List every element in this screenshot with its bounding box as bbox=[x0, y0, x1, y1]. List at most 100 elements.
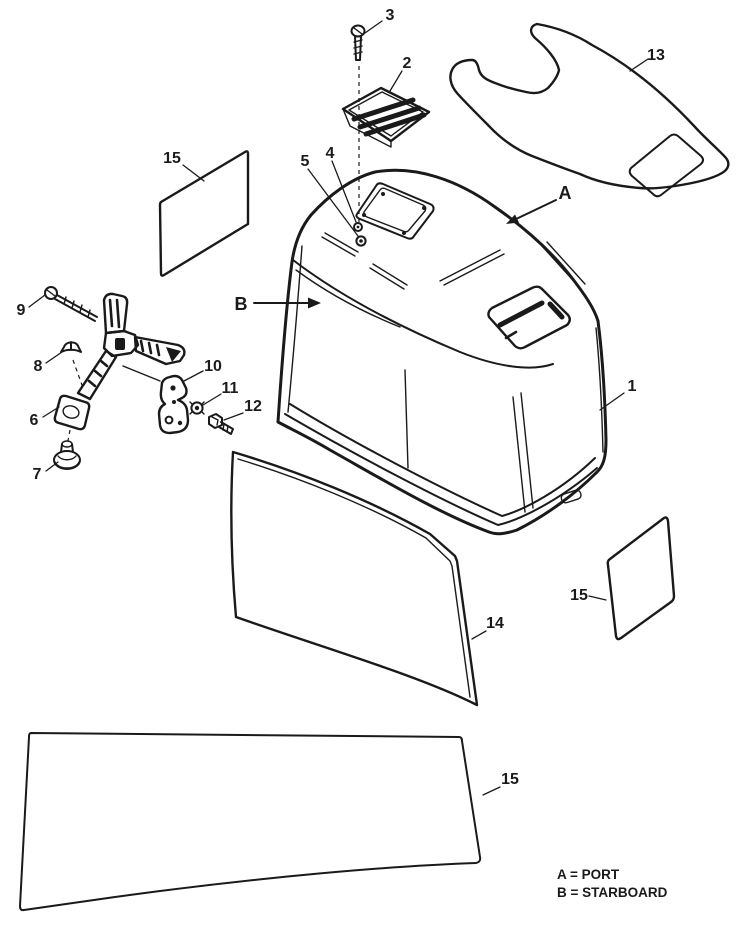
front-panel-part14 bbox=[230, 450, 479, 707]
pad-to-knob-centerline bbox=[66, 429, 71, 447]
part8-centerline bbox=[72, 359, 84, 389]
view-arrow-a bbox=[506, 199, 557, 224]
part9-shaft bbox=[54, 294, 98, 322]
part9-head bbox=[44, 286, 58, 300]
panel14-inner-edge bbox=[237, 458, 471, 698]
part10-hole-1 bbox=[170, 385, 176, 391]
leader-6 bbox=[42, 406, 60, 418]
vent-slot-2 bbox=[357, 105, 422, 130]
callout-3: 3 bbox=[386, 7, 395, 24]
screw-head-slot bbox=[353, 27, 363, 35]
arrow-a-line bbox=[513, 199, 557, 221]
leader-8 bbox=[45, 351, 63, 364]
leader-11 bbox=[202, 393, 222, 406]
bolt-part12 bbox=[208, 413, 234, 435]
callout-2: 2 bbox=[403, 55, 412, 72]
cowl-front-accent-2 bbox=[512, 396, 526, 513]
leader-10 bbox=[183, 370, 204, 382]
callout-5: 5 bbox=[301, 153, 310, 170]
cowl-top-highlight-1 bbox=[321, 232, 359, 257]
handle-recess-shadow-3 bbox=[504, 330, 518, 340]
part11-hole bbox=[194, 405, 200, 411]
view-label-b: B bbox=[235, 294, 248, 314]
cowl-left-edge-inner bbox=[287, 245, 303, 413]
bracket-pad-recess bbox=[62, 405, 80, 419]
cowl-front-accent-3 bbox=[520, 392, 534, 509]
callout-14: 14 bbox=[486, 615, 504, 632]
washers-parts4-5 bbox=[353, 222, 367, 247]
legend-line-2: B = STARBOARD bbox=[557, 885, 668, 900]
cowl-handle-recess bbox=[487, 285, 571, 350]
vent-cover-part2 bbox=[341, 86, 431, 148]
callout-13: 13 bbox=[647, 47, 665, 64]
leader-12 bbox=[223, 412, 244, 421]
leader-9 bbox=[28, 294, 46, 308]
part12-threads bbox=[222, 423, 229, 433]
bracket-foot-pad bbox=[53, 394, 91, 431]
cowl-top-highlight-4 bbox=[541, 241, 586, 289]
bracket-arm-hook bbox=[166, 347, 181, 362]
clip-part8 bbox=[60, 341, 84, 389]
screw-head bbox=[350, 24, 366, 38]
plate-screw-hole-3 bbox=[402, 231, 406, 235]
callout-12: 12 bbox=[244, 398, 262, 415]
legend: A = PORT B = STARBOARD bbox=[557, 867, 668, 900]
plate-screw-hole-4 bbox=[362, 213, 366, 217]
part10-outline bbox=[157, 374, 190, 435]
leader-15b bbox=[588, 595, 607, 601]
leader-1 bbox=[599, 392, 625, 411]
bracket-arm-hatch bbox=[139, 339, 161, 357]
leader-lines bbox=[28, 20, 649, 796]
cowl-front-accent-1 bbox=[404, 369, 409, 469]
bracket-right-arm bbox=[133, 335, 186, 366]
callout-1: 1 bbox=[628, 378, 637, 395]
part9-threads bbox=[63, 296, 91, 318]
handle-recess-shadow-2 bbox=[547, 301, 565, 320]
washer-part4-hole bbox=[356, 225, 360, 229]
part12-head bbox=[208, 413, 223, 429]
decal-bottom-part15 bbox=[19, 732, 482, 912]
view-label-a: A bbox=[559, 183, 572, 203]
latch-link-part10 bbox=[157, 374, 190, 435]
callout-4: 4 bbox=[326, 145, 335, 162]
cowl-top-highlight-3 bbox=[439, 249, 505, 286]
bracket-top-tab bbox=[102, 292, 129, 335]
callout-10: 10 bbox=[204, 358, 222, 375]
leader-5 bbox=[307, 168, 359, 237]
handle-recess-shadow-1 bbox=[497, 300, 545, 328]
bracket-body bbox=[102, 329, 140, 358]
leader-3 bbox=[364, 20, 383, 34]
callout-8: 8 bbox=[34, 358, 43, 375]
panel13-hole bbox=[628, 133, 704, 198]
leader-2 bbox=[389, 70, 403, 92]
callout-6: 6 bbox=[30, 412, 39, 429]
cowl-outline bbox=[276, 168, 608, 536]
decal-right-part15 bbox=[606, 516, 676, 641]
seal-panel-part13 bbox=[449, 22, 730, 198]
arrow-a-head bbox=[506, 214, 519, 224]
decal-top-left-outline bbox=[158, 150, 250, 277]
callout-labels: 1 2 3 4 5 6 7 8 9 10 11 12 13 14 15 15 1… bbox=[17, 7, 665, 788]
part12-shaft bbox=[218, 421, 234, 435]
cowl-rim-latch-tab bbox=[560, 489, 582, 504]
part7-stem-top bbox=[61, 440, 73, 448]
arrow-b-head bbox=[308, 297, 321, 309]
leader-14 bbox=[471, 630, 487, 640]
callout-7: 7 bbox=[33, 466, 42, 483]
washer-part5 bbox=[355, 235, 367, 247]
part11-notches bbox=[189, 401, 205, 415]
part8-outline bbox=[60, 341, 82, 353]
leader-7 bbox=[45, 461, 59, 472]
screw-part3 bbox=[350, 24, 366, 222]
callout-9: 9 bbox=[17, 302, 26, 319]
nut-part11 bbox=[189, 401, 205, 415]
leader-4 bbox=[331, 160, 357, 223]
cowl-right-edge-inner bbox=[595, 327, 604, 453]
plate-screw-hole-2 bbox=[422, 206, 426, 210]
callout-11: 11 bbox=[222, 380, 239, 397]
leader-15c bbox=[482, 786, 501, 796]
cowl-seam-line bbox=[292, 259, 554, 369]
leader-15a bbox=[182, 164, 205, 182]
